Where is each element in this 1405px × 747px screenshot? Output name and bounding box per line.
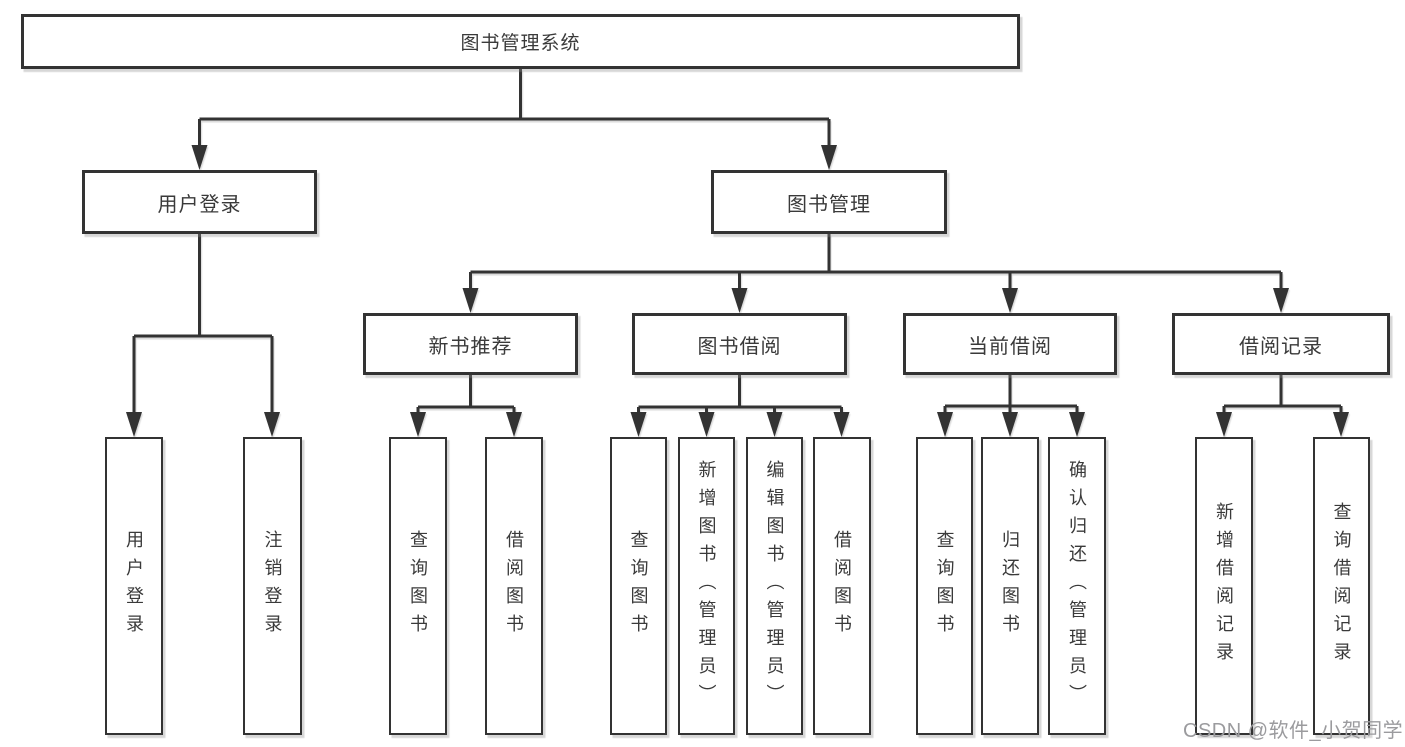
connector-stems	[132, 69, 1343, 416]
leaf-edit-book-admin: 编辑图书（管理员）	[746, 437, 803, 735]
arrowhead-icon	[264, 412, 280, 437]
arrowhead-icon	[630, 412, 647, 437]
leaf-query-book-borrowing: 查询图书	[610, 437, 667, 735]
leaf-add-book-admin-label: 新增图书（管理员）	[696, 460, 717, 712]
csdn-watermark: CSDN @软件_小贺同学	[1183, 720, 1404, 742]
leaf-borrow-book: 借阅图书	[813, 437, 871, 735]
leaf-logout-label: 注销登录	[262, 530, 283, 642]
node-current-borrowing: 当前借阅	[903, 313, 1117, 375]
node-user-login: 用户登录	[82, 170, 317, 234]
leaf-borrow-book-recommend: 借阅图书	[485, 437, 543, 735]
arrowhead-icon	[191, 145, 208, 170]
leaf-borrow-book-label: 借阅图书	[832, 530, 852, 642]
node-user-login-label: 用户登录	[157, 193, 242, 216]
arrowhead-icon	[506, 412, 522, 437]
arrowhead-icon	[462, 288, 479, 313]
node-borrow-records: 借阅记录	[1172, 313, 1390, 375]
leaf-query-book-borrowing-label: 查询图书	[628, 530, 649, 642]
leaf-confirm-return-admin-label: 确认归还（管理员）	[1067, 460, 1087, 712]
arrowhead-icon	[1273, 288, 1289, 313]
leaf-query-book-recommend: 查询图书	[389, 437, 447, 735]
leaf-borrow-book-recommend-label: 借阅图书	[504, 530, 524, 642]
leaf-edit-book-admin-label: 编辑图书（管理员）	[764, 460, 785, 712]
node-current-borrowing-label: 当前借阅	[968, 335, 1052, 358]
arrowhead-icon	[1069, 412, 1085, 437]
leaf-confirm-return-admin: 确认归还（管理员）	[1048, 437, 1106, 735]
arrowhead-icon	[766, 412, 783, 437]
node-book-management-label: 图书管理	[787, 193, 871, 216]
arrowhead-icon	[821, 145, 837, 170]
node-book-management: 图书管理	[711, 170, 947, 234]
leaf-return-book: 归还图书	[981, 437, 1039, 735]
node-new-book-recommend-label: 新书推荐	[428, 335, 513, 358]
leaf-query-book-current-label: 查询图书	[934, 530, 955, 642]
leaf-query-book-current: 查询图书	[916, 437, 973, 735]
leaf-add-book-admin: 新增图书（管理员）	[678, 437, 735, 735]
leaf-add-borrow-record: 新增借阅记录	[1195, 437, 1253, 735]
leaf-query-book-recommend-label: 查询图书	[408, 530, 428, 642]
arrowhead-icon	[731, 288, 748, 313]
leaf-logout: 注销登录	[243, 437, 302, 735]
arrowhead-icon	[833, 412, 850, 437]
node-new-book-recommend: 新书推荐	[363, 313, 578, 375]
arrowhead-icon	[1002, 412, 1018, 437]
leaf-add-borrow-record-label: 新增借阅记录	[1214, 502, 1234, 670]
arrowhead-icon	[410, 412, 426, 437]
arrowhead-icon	[1002, 288, 1018, 313]
node-book-borrowing: 图书借阅	[632, 313, 847, 375]
leaf-return-book-label: 归还图书	[1000, 530, 1020, 642]
arrowhead-icon	[126, 412, 142, 437]
leaf-query-borrow-record-label: 查询借阅记录	[1331, 502, 1352, 670]
leaf-query-borrow-record: 查询借阅记录	[1313, 437, 1370, 735]
leaf-user-login: 用户登录	[105, 437, 163, 735]
arrowhead-icon	[1333, 412, 1349, 437]
arrowhead-icon	[1216, 412, 1232, 437]
node-library-system: 图书管理系统	[21, 14, 1020, 69]
node-library-system-label: 图书管理系统	[460, 33, 581, 54]
arrowhead-icon	[698, 412, 715, 437]
node-borrow-records-label: 借阅记录	[1239, 335, 1323, 358]
arrowhead-icon	[937, 412, 953, 437]
node-book-borrowing-label: 图书借阅	[697, 335, 782, 358]
connector-arrowheads	[126, 145, 1349, 437]
leaf-user-login-label: 用户登录	[124, 530, 144, 642]
